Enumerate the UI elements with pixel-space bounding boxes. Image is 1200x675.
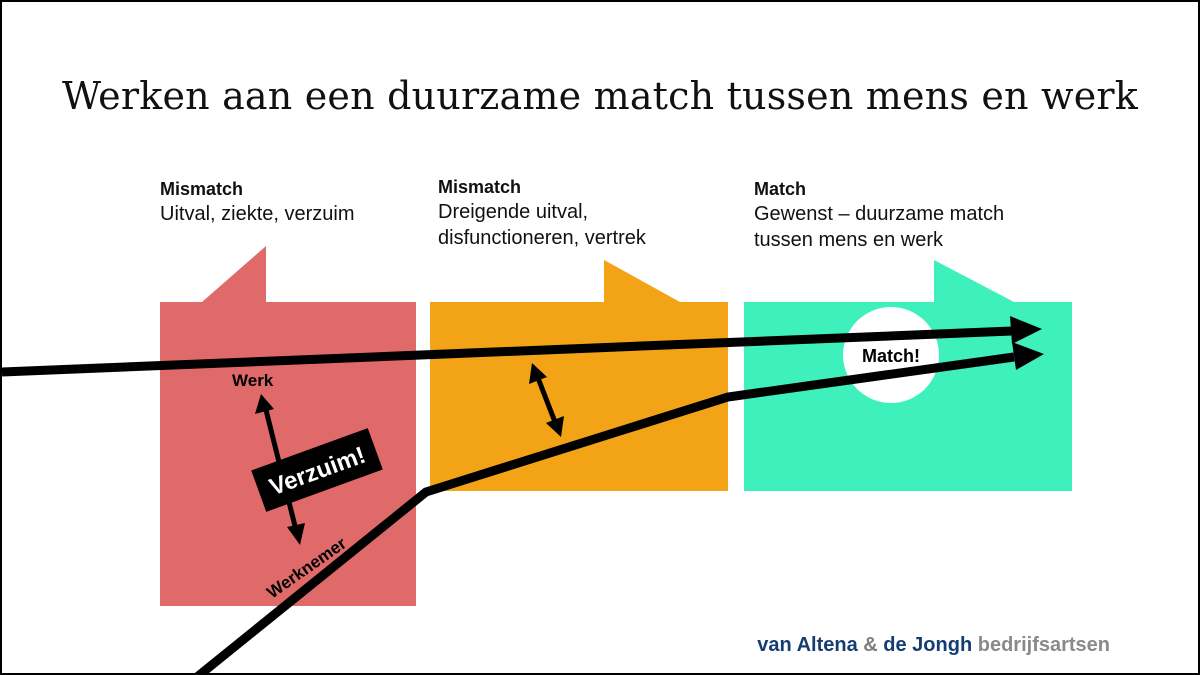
phase-3-description-line1: Gewenst – duurzame match	[754, 203, 1005, 225]
slide-title: Werken aan een duurzame match tussen men…	[62, 74, 1138, 118]
brand-part-3: bedrijfsartsen	[977, 634, 1110, 656]
double-arrow-orange	[529, 363, 564, 437]
match-text: Match!	[862, 346, 920, 366]
brand-part-1: van Altena	[757, 634, 858, 656]
phase-box-mismatch-2	[430, 260, 728, 491]
brand-part-2: de Jongh	[883, 634, 973, 656]
werknemer-line-arrowhead	[1012, 342, 1044, 370]
phase-1-description: Uitval, ziekte, verzuim	[160, 203, 355, 225]
phase-2-heading: Mismatch	[438, 177, 522, 197]
phase-label-2: Mismatch Dreigende uitval, disfunctioner…	[438, 177, 718, 251]
werk-line	[2, 326, 1013, 377]
werk-line-arrowhead	[1010, 316, 1042, 344]
werk-label: Werk	[232, 371, 274, 390]
phase-box-mismatch-1	[160, 246, 416, 606]
phase-label-3: Match Gewenst – duurzame match tussen me…	[754, 179, 1054, 253]
phase-2-description-line1: Dreigende uitval,	[438, 201, 589, 223]
phase-3-heading: Match	[754, 179, 807, 199]
phase-2-description-line2: disfunctioneren, vertrek	[438, 227, 646, 249]
phase-3-description-line2: tussen mens en werk	[754, 229, 943, 251]
phase-label-1: Mismatch Uitval, ziekte, verzuim	[160, 179, 355, 227]
brand-ampersand: &	[863, 634, 878, 656]
werknemer-line	[194, 352, 1015, 673]
footer-brand: van Altena & de Jongh bedrijfsartsen	[757, 634, 1110, 657]
phase-1-heading: Mismatch	[160, 179, 244, 199]
